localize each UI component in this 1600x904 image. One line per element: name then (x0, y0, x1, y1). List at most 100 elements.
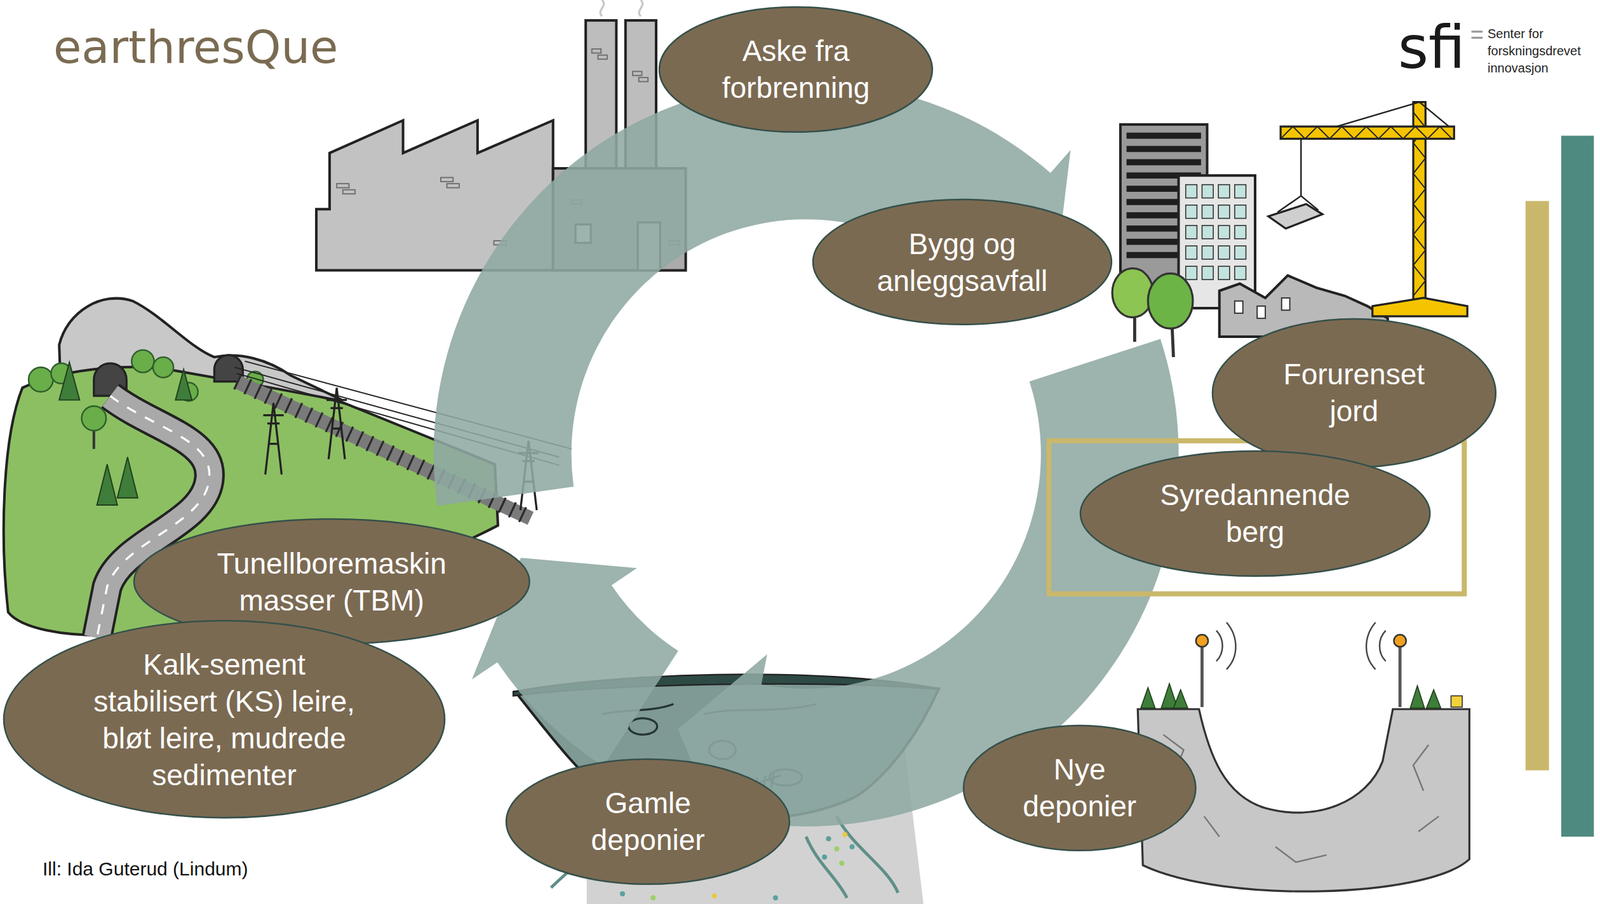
old-landfill (825, 835, 831, 841)
new-landfill (1413, 744, 1429, 791)
new-landfill (1366, 622, 1376, 670)
old-landfill (849, 844, 855, 850)
ellipse-fill (1212, 318, 1496, 468)
side-bar (1561, 135, 1594, 837)
ellipse-outline (962, 724, 1197, 852)
side-bar (1525, 135, 1595, 837)
ellipse-fill (813, 199, 1112, 325)
city-illustration (1281, 297, 1291, 310)
city-illustration (1126, 132, 1202, 140)
city-illustration (1201, 184, 1214, 199)
ellipse-fill (659, 6, 933, 133)
tunnel-landscape (131, 349, 154, 373)
waste-stream-ellipse: Forurenset jord (1211, 317, 1498, 469)
tunnel-landscape (3, 367, 498, 636)
tunnel-landscape (326, 387, 347, 459)
waste-stream-ellipse: Bygg og anleggsavfall (811, 198, 1113, 326)
ellipse-outline (811, 198, 1113, 326)
new-landfill (1393, 634, 1406, 647)
new-landfill (1216, 630, 1223, 662)
brand-logo-box: earthresQue (53, 20, 338, 74)
city-illustration (1218, 266, 1230, 280)
illustration-credit: Ill: Ida Guterud (Lindum) (42, 857, 248, 881)
sfi-mark (1471, 30, 1484, 33)
stream-label: Bygg og anleggsavfall (860, 225, 1064, 300)
ellipse-outline (1211, 317, 1498, 469)
tunnel-landscape (175, 369, 192, 400)
stream-label: Aske fra forbrenning (706, 32, 885, 107)
sfi-logo-box: sfi (1398, 19, 1466, 78)
city-illustration (1234, 301, 1244, 314)
tunnel-landscape (59, 362, 192, 505)
city-illustration (1185, 225, 1198, 239)
new-landfill (1163, 734, 1439, 862)
new-landfill (1450, 695, 1463, 707)
crane (1280, 126, 1454, 139)
sfi-mark (1471, 36, 1484, 39)
city-illustration (1234, 297, 1291, 319)
tunnel-landscape (97, 464, 118, 505)
old-landfill (842, 832, 848, 838)
city-illustration (1218, 225, 1230, 239)
new-landfill (1226, 622, 1236, 670)
factory-illustration (597, 55, 607, 60)
old-landfill (833, 846, 840, 852)
tunnel-landscape (59, 362, 80, 400)
city-illustration (1185, 205, 1198, 219)
factory-illustration (632, 71, 642, 75)
trees (1112, 268, 1153, 317)
ellipse-fill (3, 620, 445, 818)
waste-stream-ellipse: Gamle deponier (504, 757, 791, 886)
new-landfill (1426, 689, 1441, 709)
factory-illustration (342, 189, 356, 194)
stream-label: Tunellboremaskin masser (TBM) (204, 544, 459, 619)
city-illustration (1234, 266, 1247, 280)
city-illustration (1126, 146, 1202, 153)
tunnel-landscape (92, 428, 96, 450)
cycle-arrow (433, 81, 1071, 506)
old-landfill (836, 816, 898, 893)
stream-label: Kalk-sement stabilisert (KS) leire, bløt… (84, 645, 364, 794)
tunnel-landscape (28, 349, 263, 401)
city-illustration (1185, 266, 1198, 280)
new-landfill (1140, 683, 1441, 709)
waste-stream-ellipse: Nye deponier (962, 724, 1197, 852)
new-landfill (1140, 687, 1155, 709)
factory-illustration (600, 0, 643, 17)
crane (1337, 102, 1450, 128)
waste-stream-ellipse: Kalk-sement stabilisert (KS) leire, bløt… (2, 619, 446, 819)
new-landfill (1200, 644, 1204, 707)
side-bar (1525, 200, 1550, 770)
stream-label: Forurenset jord (1271, 355, 1437, 430)
highlight-frame (1048, 440, 1465, 594)
ellipse-fill (1080, 450, 1430, 577)
highlight-frame (1048, 440, 1465, 594)
city-illustration (1234, 225, 1247, 239)
old-landfill (821, 854, 827, 860)
factory-illustration (638, 77, 648, 82)
stream-label: Gamle deponier (584, 784, 712, 859)
city-illustration (1126, 159, 1202, 166)
sfi-mark (1471, 31, 1484, 39)
old-landfill (712, 893, 718, 899)
new-landfill (1216, 622, 1386, 670)
tunnel-landscape (262, 402, 284, 474)
city-illustration (1201, 225, 1214, 239)
city-illustration (1218, 205, 1230, 219)
factory-illustration (591, 48, 601, 53)
old-landfill (806, 836, 847, 898)
new-landfill (1275, 846, 1327, 862)
ellipse-fill (506, 759, 790, 885)
city-illustration (1185, 184, 1247, 280)
city-illustration (1234, 184, 1247, 199)
city-illustration (1185, 184, 1198, 199)
old-landfill (650, 894, 656, 901)
waste-stream-ellipse: Aske fra forbrenning (658, 5, 934, 134)
ellipse-fill (963, 725, 1196, 851)
sfi-tagline-box: Senter for forskningsdrevet innovasjon (1487, 25, 1590, 77)
waste-stream-ellipse: Syredannende berg (1079, 449, 1432, 578)
new-landfill (1418, 816, 1439, 832)
city-illustration (1201, 205, 1214, 219)
brand-logo: earthresQue (53, 20, 338, 74)
